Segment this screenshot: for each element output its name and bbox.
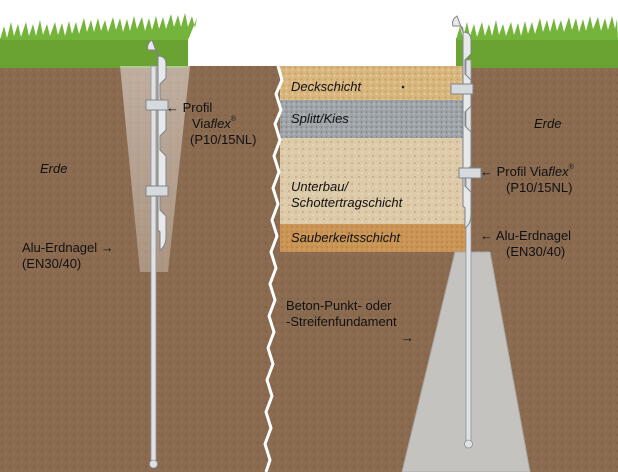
- label-profil-left-brand: Viaflex: [192, 116, 231, 131]
- label-nagel-left-code: (EN30/40): [22, 256, 82, 271]
- label-erde-left: Erde: [40, 161, 68, 176]
- grass-right: [456, 16, 618, 68]
- label-profil-right-code: (P10/15NL): [506, 180, 573, 195]
- label-profil-left: ← Profil Viaflex® (P10/15NL): [166, 100, 256, 148]
- label-profil-right-prefix: Profil: [496, 164, 530, 179]
- layer-unterbau: [280, 138, 468, 224]
- arrow-profil-left: ←: [166, 100, 179, 115]
- label-nagel-right-name: Alu-Erdnagel: [495, 228, 572, 243]
- label-unterbau-line1: Unterbau/: [291, 179, 349, 194]
- label-erde-right: Erde: [534, 116, 562, 131]
- arrow-profil-right: ←: [480, 164, 493, 179]
- profile-left: [145, 39, 169, 251]
- label-beton-line1: Beton-Punkt- oder: [286, 298, 392, 313]
- label-unterbau-line2: Schottertragschicht: [291, 195, 403, 210]
- arrow-nagel-left: →: [100, 240, 114, 255]
- label-nagel-left-name: Alu-Erdnagel: [22, 240, 98, 255]
- arrow-beton: →: [401, 330, 414, 345]
- label-profil-left-line1: Profil: [182, 100, 213, 115]
- label-beton-line2: -Streifenfundament: [286, 314, 397, 329]
- profile-right: [450, 15, 482, 229]
- label-nagel-left: Alu-Erdnagel → (EN30/40): [22, 240, 114, 272]
- layer-sauberkeit: [280, 224, 468, 252]
- arrow-nagel-right: ←: [480, 228, 493, 243]
- section-break-line: [263, 65, 284, 472]
- label-profil-right: ← Profil Viaflex® (P10/15NL): [480, 164, 574, 196]
- ground-nail-right: [465, 59, 472, 447]
- registered-mark-left: ®: [230, 116, 236, 123]
- label-unterbau: Unterbau/ Schottertragschicht: [291, 179, 402, 211]
- label-deckschicht: Deckschicht: [291, 79, 362, 94]
- ground-nail-left: [150, 65, 157, 467]
- label-nagel-right-code: (EN30/40): [506, 244, 566, 259]
- label-profil-left-code: (P10/15NL): [190, 132, 257, 147]
- label-sauberkeit: Sauberkeitsschicht: [291, 230, 401, 245]
- label-profil-right-brand: Viaflex: [529, 164, 569, 179]
- registered-mark-right: ®: [568, 164, 574, 171]
- label-nagel-right: ← Alu-Erdnagel (EN30/40): [480, 228, 571, 260]
- label-splitt: Splitt/Kies: [291, 111, 349, 126]
- label-beton: Beton-Punkt- oder -Streifenfundament →: [286, 298, 414, 346]
- layer-splitt: [280, 100, 468, 138]
- layer-deckschicht: [280, 66, 468, 100]
